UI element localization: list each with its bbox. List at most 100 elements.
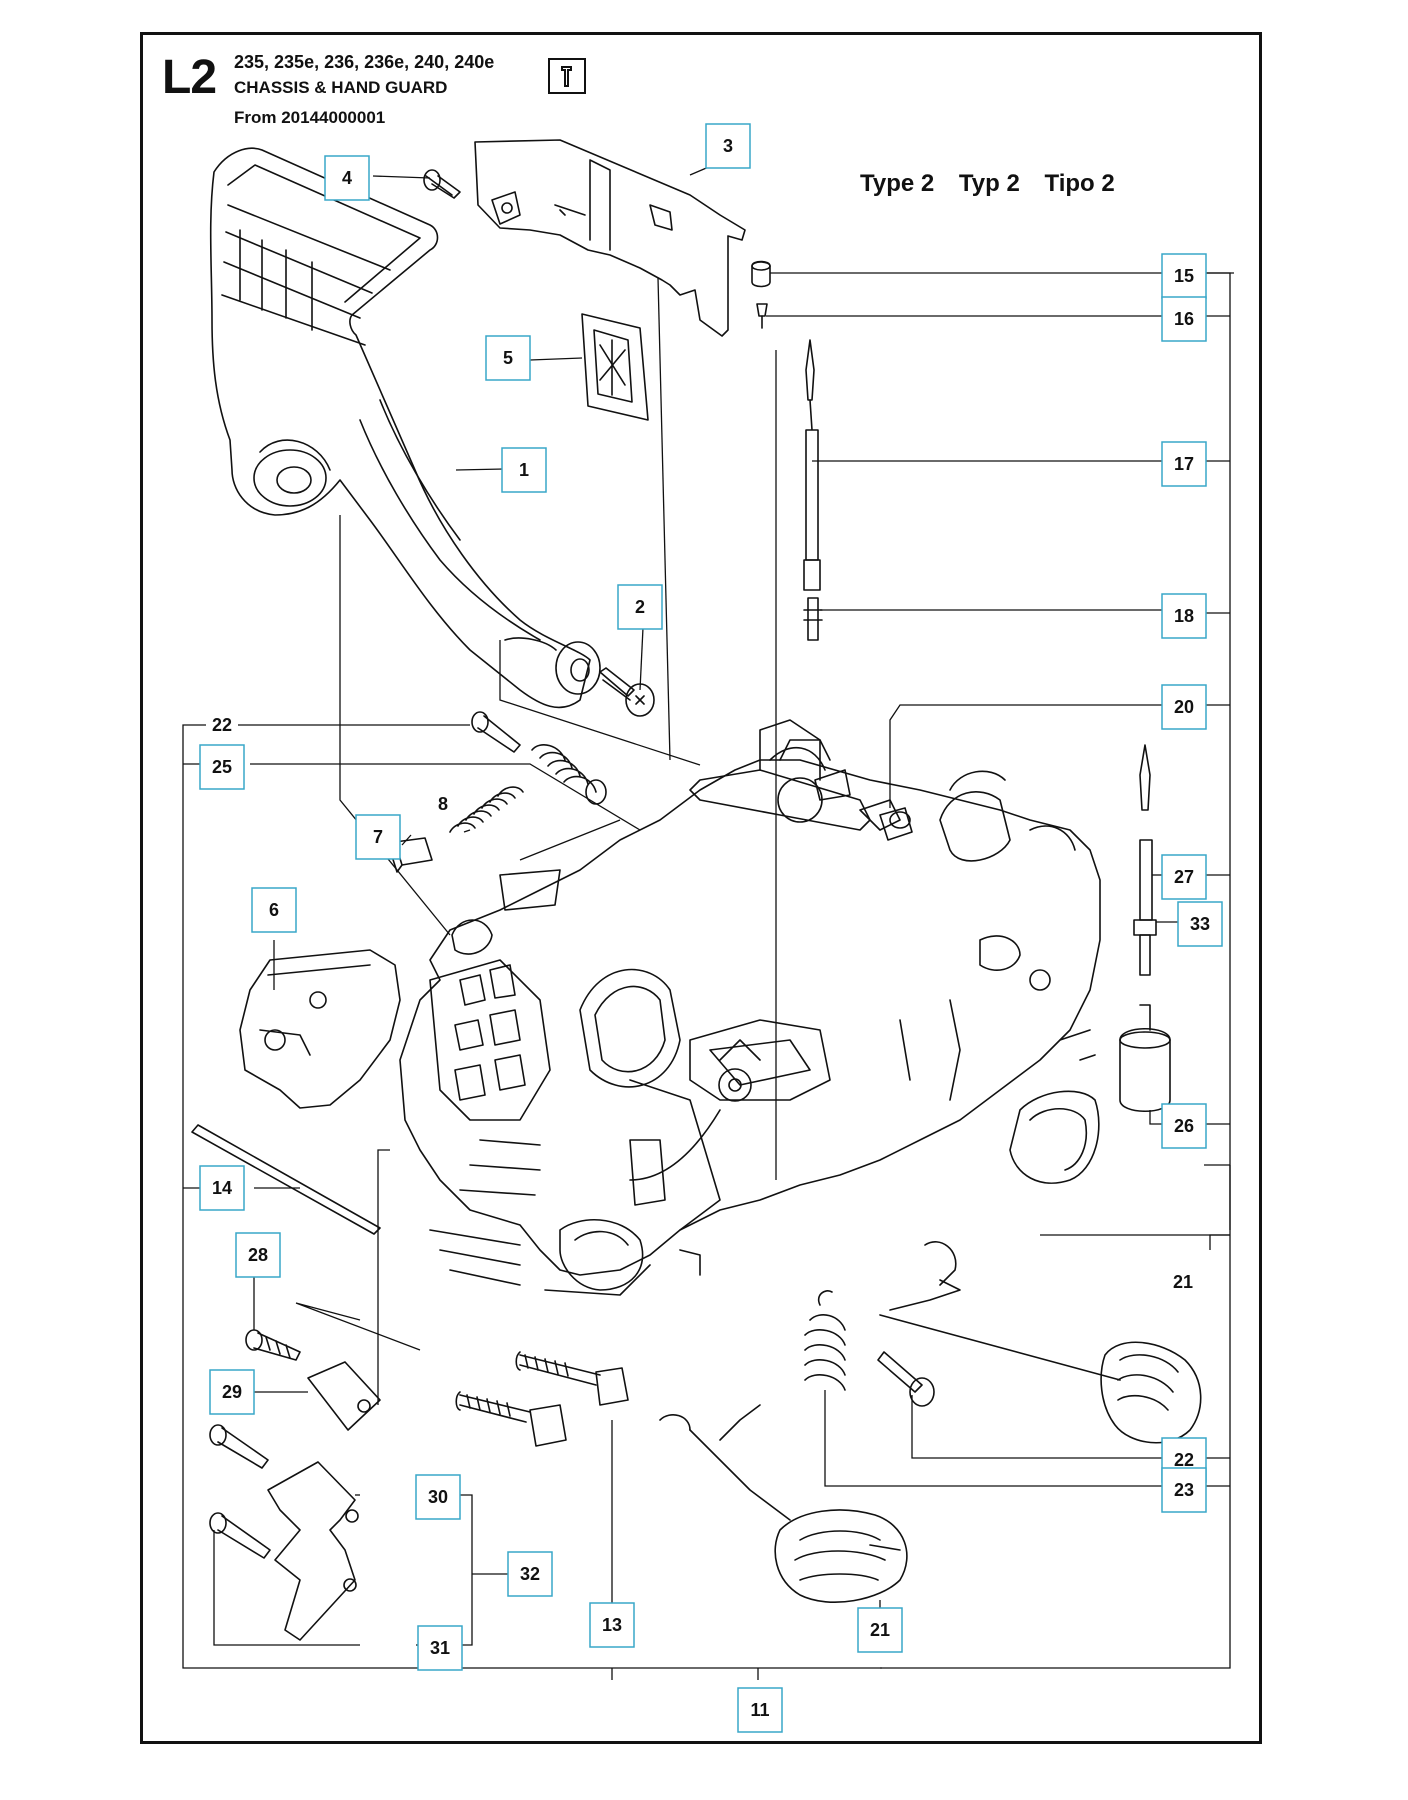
spring-23-part xyxy=(804,1290,846,1391)
callout-6: 6 xyxy=(251,887,297,933)
callout-25: 25 xyxy=(199,744,245,790)
callout-box xyxy=(857,1607,903,1653)
callout-number: 18 xyxy=(1174,606,1194,626)
chain-guard-cover-part xyxy=(474,139,746,337)
hand-guard-part xyxy=(209,147,601,709)
callout-number: 8 xyxy=(438,794,448,814)
callout-22a: 22 xyxy=(206,712,238,738)
callout-number: 3 xyxy=(723,136,733,156)
callout-18: 18 xyxy=(1161,593,1207,639)
callout-17: 17 xyxy=(1161,441,1207,487)
callout-number: 22 xyxy=(1174,1450,1194,1470)
callout-box xyxy=(324,155,370,201)
vibration-pad-5-part xyxy=(581,313,649,421)
diagram-code: L2 xyxy=(162,51,217,104)
callout-27: 27 xyxy=(1161,854,1207,900)
callout-32: 32 xyxy=(507,1551,553,1597)
callout-number: 25 xyxy=(212,757,232,777)
callout-box xyxy=(1177,901,1223,947)
model-list: 235, 235e, 236, 236e, 240, 240e xyxy=(234,52,495,72)
crankcase-11-part xyxy=(399,719,1101,1296)
callout-number: 20 xyxy=(1174,697,1194,717)
callout-20: 20 xyxy=(1161,684,1207,730)
screw-2-part xyxy=(599,667,655,717)
callout-box xyxy=(199,1165,245,1211)
callout-number: 16 xyxy=(1174,309,1194,329)
callout-number: 5 xyxy=(503,348,513,368)
callout-box xyxy=(251,887,297,933)
callout-1: 1 xyxy=(501,447,547,493)
leader-lines xyxy=(182,162,1234,1680)
callout-box xyxy=(355,814,401,860)
callout-number: 2 xyxy=(635,597,645,617)
callout-box xyxy=(1161,296,1207,342)
serial-range: From 20144000001 xyxy=(234,108,386,127)
type-label-de: Typ 2 xyxy=(958,170,1020,197)
callout-number: 21 xyxy=(1173,1272,1193,1292)
callout-28: 28 xyxy=(235,1232,281,1278)
callout-bg xyxy=(206,712,238,738)
callout-number: 4 xyxy=(342,168,352,188)
callout-13: 13 xyxy=(589,1602,635,1648)
type-label-en: Type 2 xyxy=(860,170,935,197)
callout-number: 23 xyxy=(1174,1480,1194,1500)
callout-21b: 21 xyxy=(857,1607,903,1653)
callout-14: 14 xyxy=(199,1165,245,1211)
cap-15-part xyxy=(751,260,771,288)
callout-box xyxy=(235,1232,281,1278)
callout-11: 11 xyxy=(737,1687,783,1733)
callout-30: 30 xyxy=(415,1474,461,1520)
callout-number: 6 xyxy=(269,900,279,920)
parts-diagram-frame xyxy=(140,32,1262,1744)
tank-cap-21-right-part xyxy=(879,1241,1202,1444)
oil-pipe-17-part xyxy=(803,339,821,591)
type-labels: Type 2 Typ 2 Tipo 2 xyxy=(860,170,1133,198)
spring-25-part xyxy=(531,744,607,805)
callout-box xyxy=(1161,1467,1207,1513)
bolt-28-part xyxy=(245,1329,301,1361)
callout-8: 8 xyxy=(427,791,459,817)
pipe-27-part xyxy=(1139,744,1153,921)
callout-box xyxy=(617,584,663,630)
bracket-29-part xyxy=(307,1361,381,1431)
callout-number: 26 xyxy=(1174,1116,1194,1136)
plate-6-part xyxy=(239,949,401,1109)
callout-number: 13 xyxy=(602,1615,622,1635)
type-label-es: Tipo 2 xyxy=(1044,170,1115,197)
callout-box xyxy=(589,1602,635,1648)
callout-number: 21 xyxy=(870,1620,890,1640)
callout-number: 17 xyxy=(1174,454,1194,474)
callout-number: 7 xyxy=(373,827,383,847)
callout-number: 31 xyxy=(430,1638,450,1658)
rod-14-part xyxy=(191,1124,381,1235)
bolt-30-part xyxy=(209,1424,269,1469)
callout-7: 7 xyxy=(355,814,401,860)
callout-box xyxy=(415,1474,461,1520)
callout-labels: 1234567811131415161718202121222223252627… xyxy=(199,123,1223,1733)
callout-bg xyxy=(1167,1269,1199,1295)
callout-box xyxy=(1161,1103,1207,1149)
callout-number: 33 xyxy=(1190,914,1210,934)
callout-31: 31 xyxy=(417,1625,463,1671)
screw-22-top-part xyxy=(471,711,521,753)
callout-number: 27 xyxy=(1174,867,1194,887)
tank-cap-21-bottom-part xyxy=(659,1404,908,1603)
callout-number: 14 xyxy=(212,1178,232,1198)
bolt-13-part xyxy=(455,1351,629,1447)
callout-number: 11 xyxy=(750,1700,769,1720)
callout-box xyxy=(1161,441,1207,487)
callout-29: 29 xyxy=(209,1369,255,1415)
callout-box xyxy=(1161,253,1207,299)
callout-bg xyxy=(427,791,459,817)
callout-21a: 21 xyxy=(1167,1269,1199,1295)
callout-box xyxy=(199,744,245,790)
filter-18-part xyxy=(803,597,823,641)
callout-number: 30 xyxy=(428,1487,448,1507)
wrench-icon xyxy=(548,58,586,94)
callout-box xyxy=(1161,593,1207,639)
callout-3: 3 xyxy=(705,123,751,169)
callout-15: 15 xyxy=(1161,253,1207,299)
diagram-title: CHASSIS & HAND GUARD xyxy=(234,78,448,97)
fuel-filter-26-part xyxy=(1119,1004,1171,1112)
